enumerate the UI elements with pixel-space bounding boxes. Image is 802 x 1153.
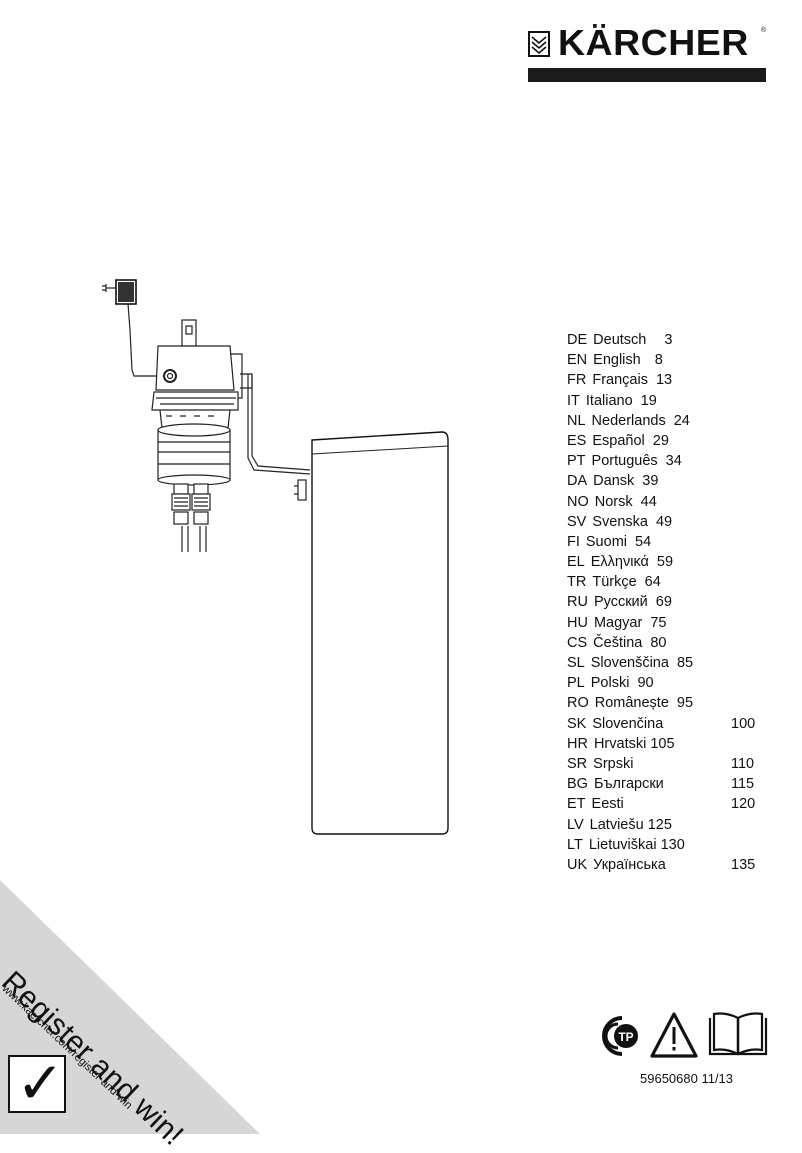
checkmark-icon: ✓ (16, 1049, 65, 1117)
cert-mark-text: ТР (618, 1030, 633, 1044)
document-number: 59650680 11/13 (640, 1071, 734, 1086)
logo-emblem-icon (528, 31, 550, 57)
logo-bar (528, 68, 766, 82)
registered-mark: ® (760, 27, 766, 34)
register-checkbox (8, 1055, 66, 1113)
logo-wordmark: KÄRCHER (558, 22, 749, 63)
eac-cert-icon (602, 1016, 638, 1056)
kaercher-logo: KÄRCHER ® (528, 23, 766, 83)
warning-triangle-icon (650, 1012, 698, 1058)
water-softener-illustration (102, 279, 449, 835)
certification-symbols: ТР (602, 1012, 768, 1058)
manual-book-icon (708, 1012, 768, 1056)
